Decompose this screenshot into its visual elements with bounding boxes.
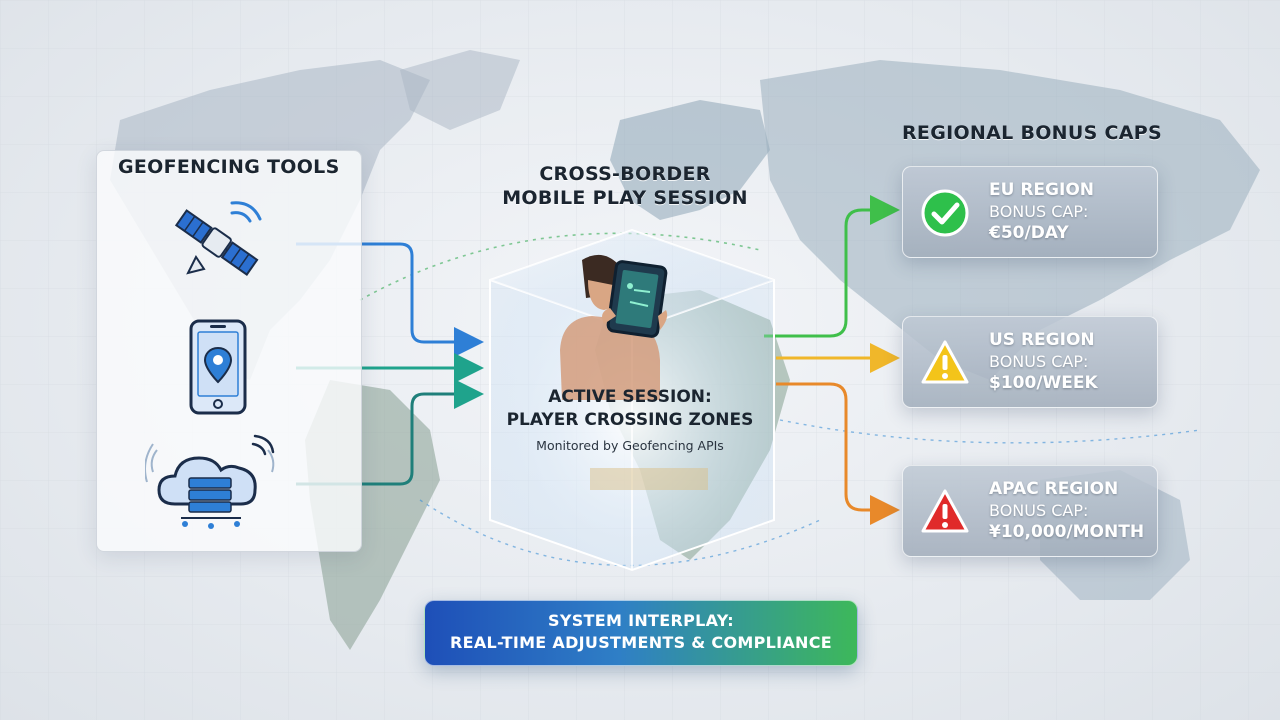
regional-bonus-caps-title: Regional Bonus Caps: [902, 122, 1162, 144]
session-heading-line2: Player Crossing Zones: [506, 410, 754, 430]
alert-icon: [921, 489, 969, 533]
player-with-tablet-icon: [560, 254, 668, 400]
apac-region-card: APAC Region Bonus Cap: ¥10,000/Month: [902, 465, 1158, 557]
active-session-text: Active Session: Player Crossing Zones Mo…: [480, 386, 780, 453]
session-heading-line1: Active Session:: [548, 387, 712, 407]
apac-bonus-cap-value: ¥10,000/Month: [989, 522, 1145, 542]
system-interplay-banner: System Interplay: Real-Time Adjustments …: [424, 600, 858, 666]
apac-region-name: APAC Region: [989, 479, 1119, 499]
banner-line1: System Interplay:: [548, 611, 734, 630]
cloud-server-icon: [145, 434, 275, 529]
check-icon: [921, 189, 969, 237]
phone-location-icon: [189, 319, 247, 415]
session-glass-cube: [489, 228, 775, 572]
us-region-card: US Region Bonus Cap: $100/Week: [902, 316, 1158, 408]
geofencing-tools-title: Geofencing Tools: [118, 156, 340, 178]
eu-region-card: EU Region Bonus Cap: €50/Day: [902, 166, 1158, 258]
us-bonus-cap-value: $100/Week: [989, 373, 1098, 393]
banner-line2: Real-Time Adjustments & Compliance: [449, 633, 832, 652]
eu-bonus-cap-value: €50/Day: [989, 223, 1069, 243]
eu-region-name: EU Region: [989, 180, 1094, 200]
us-region-name: US Region: [989, 330, 1095, 350]
eu-bonus-cap-label: Bonus Cap:: [989, 202, 1089, 221]
session-subtext: Monitored by Geofencing APIs: [536, 438, 724, 453]
satellite-icon: [174, 201, 262, 276]
session-title-line1: Cross-Border: [539, 163, 711, 185]
session-title-line2: Mobile Play Session: [502, 187, 748, 209]
apac-bonus-cap-label: Bonus Cap:: [989, 501, 1089, 520]
session-title: Cross-Border Mobile Play Session: [490, 162, 760, 210]
us-bonus-cap-label: Bonus Cap:: [989, 352, 1089, 371]
warning-icon: [921, 340, 969, 384]
